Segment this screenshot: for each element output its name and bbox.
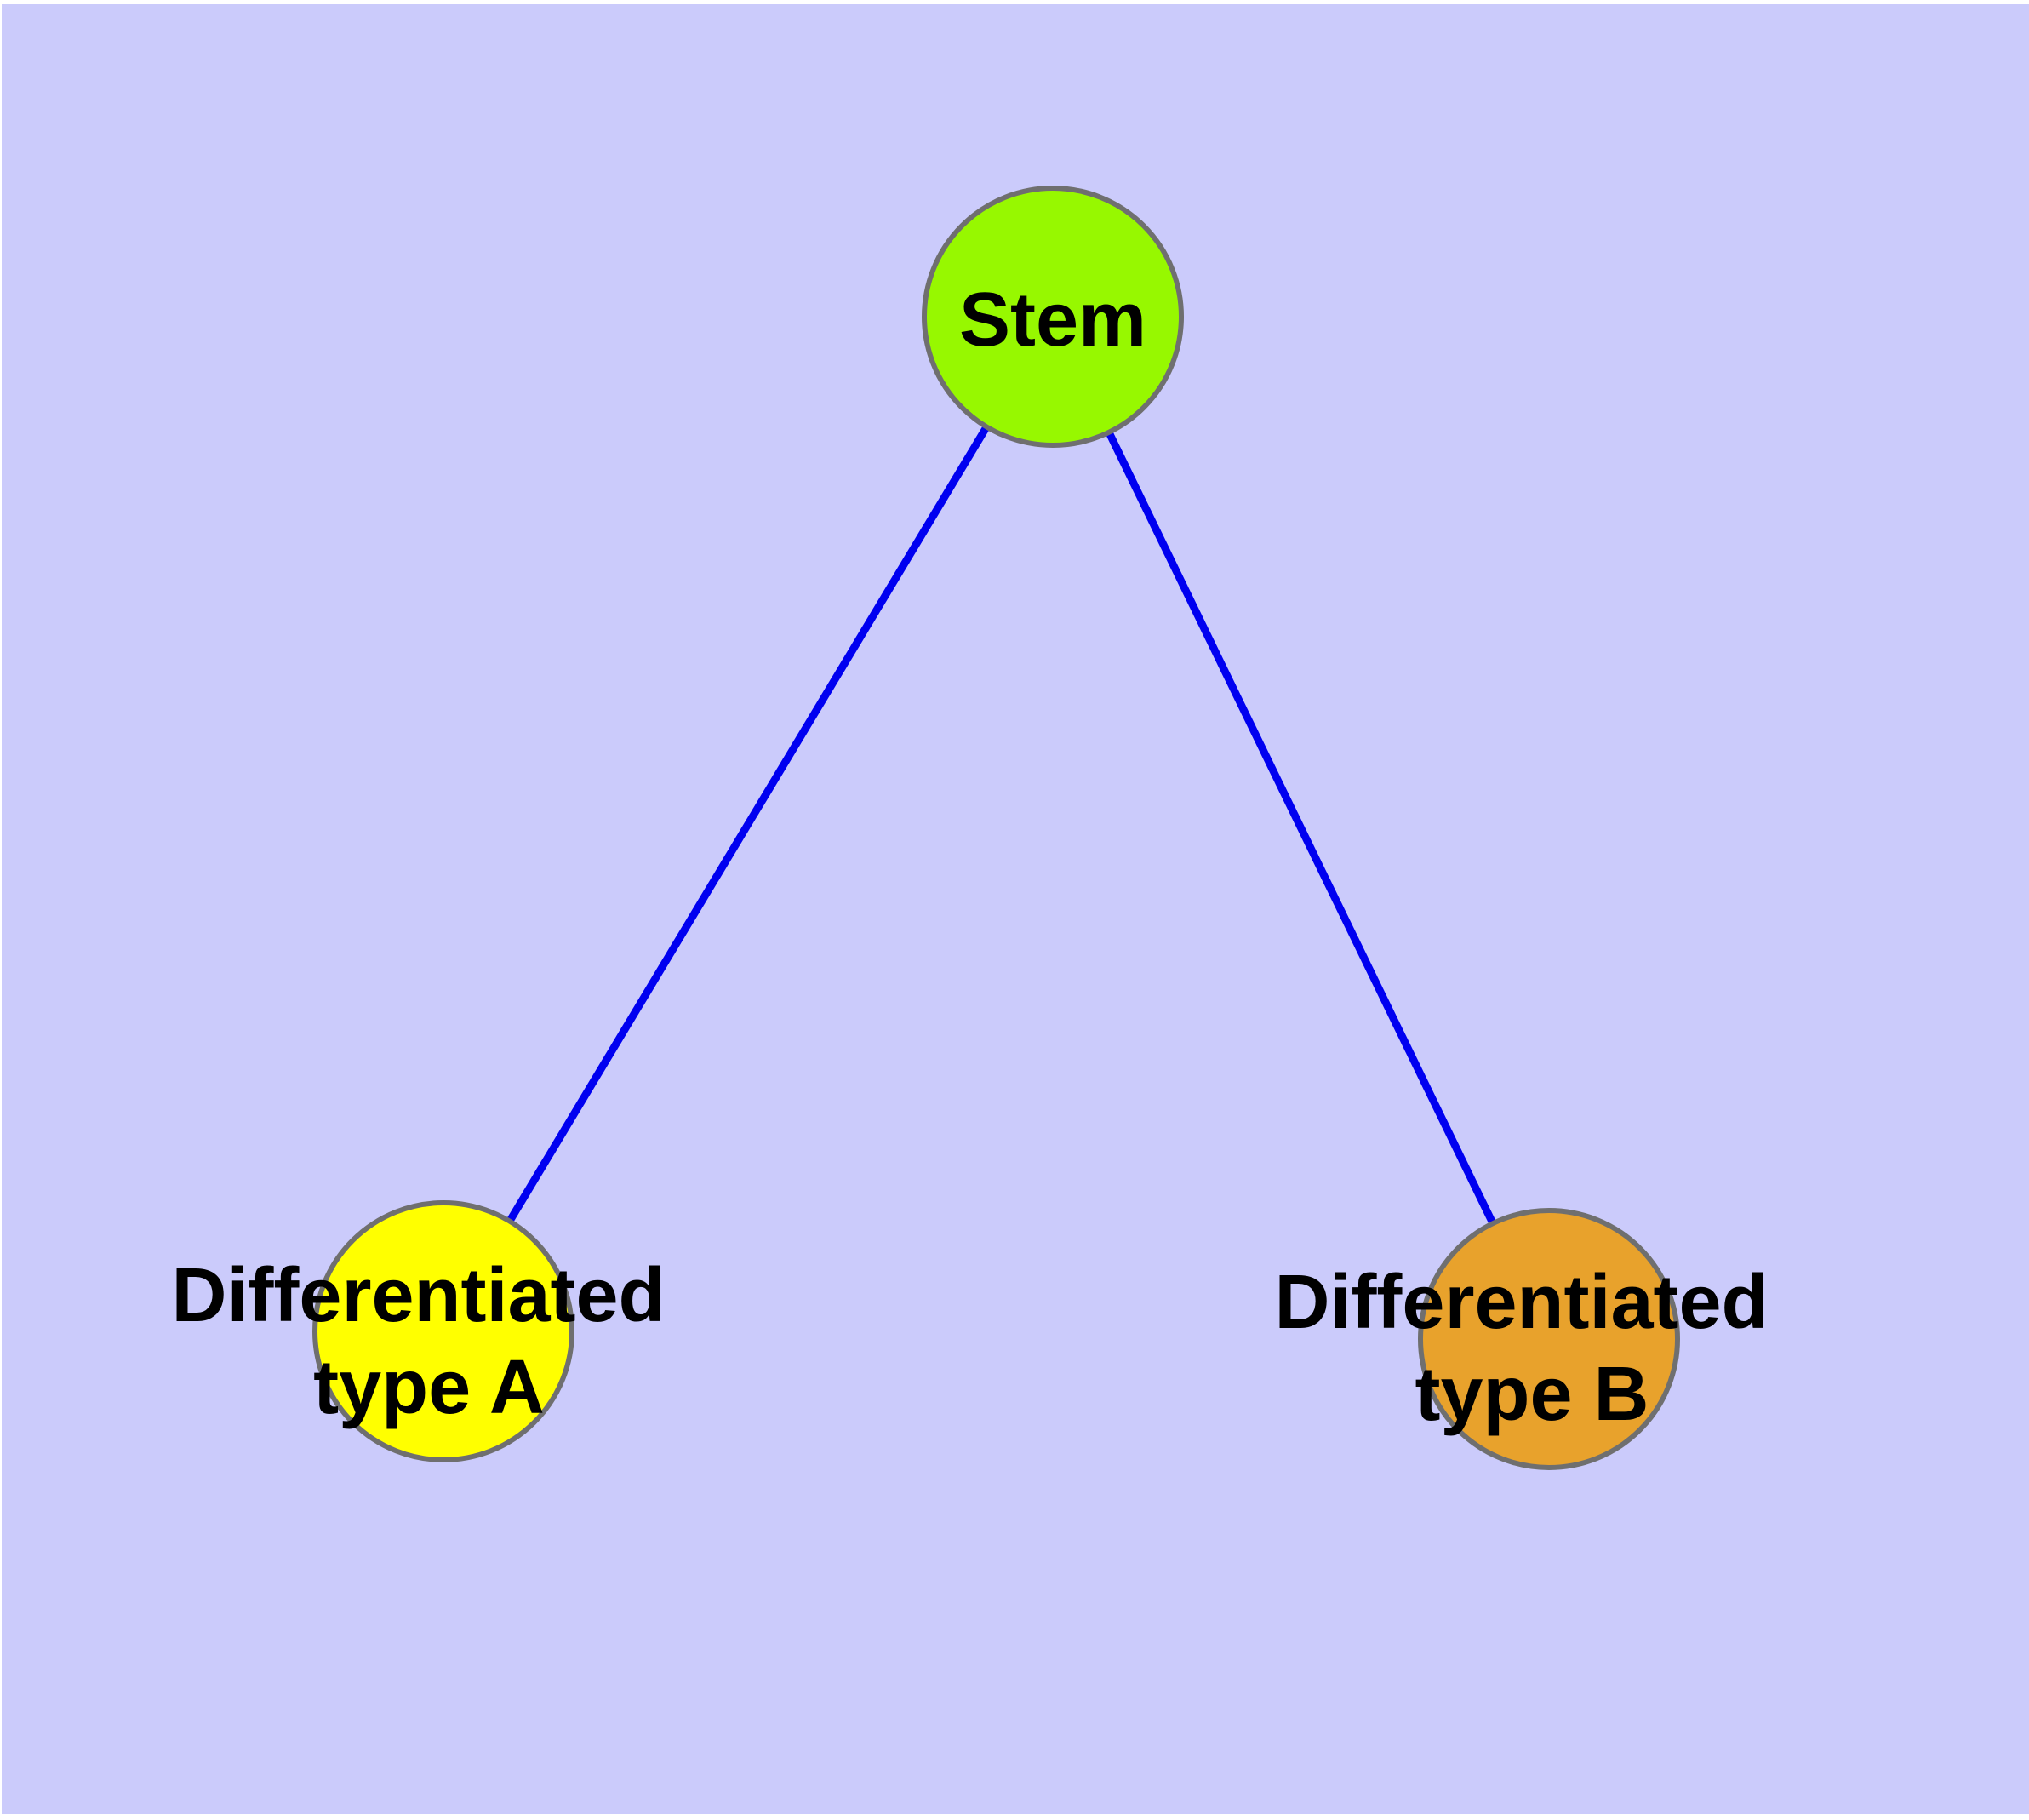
edge-stem-to-type-b — [1049, 315, 1553, 1341]
node-type-b — [1418, 1208, 1680, 1470]
node-type-b-label: Differentiated type B — [1274, 1260, 1789, 1437]
node-stem-label: Stem — [959, 278, 1146, 363]
node-type-a — [312, 1200, 574, 1462]
node-stem — [922, 186, 1184, 448]
edge-stem-to-type-a — [440, 314, 1056, 1334]
node-type-a-label-line2: type A — [313, 1345, 545, 1430]
node-type-b-label-line2: type B — [1415, 1352, 1649, 1437]
node-type-a-label: Differentiated type A — [171, 1253, 686, 1430]
node-type-b-label-line1: Differentiated — [1274, 1260, 1768, 1345]
node-type-a-label-line1: Differentiated — [171, 1253, 665, 1338]
